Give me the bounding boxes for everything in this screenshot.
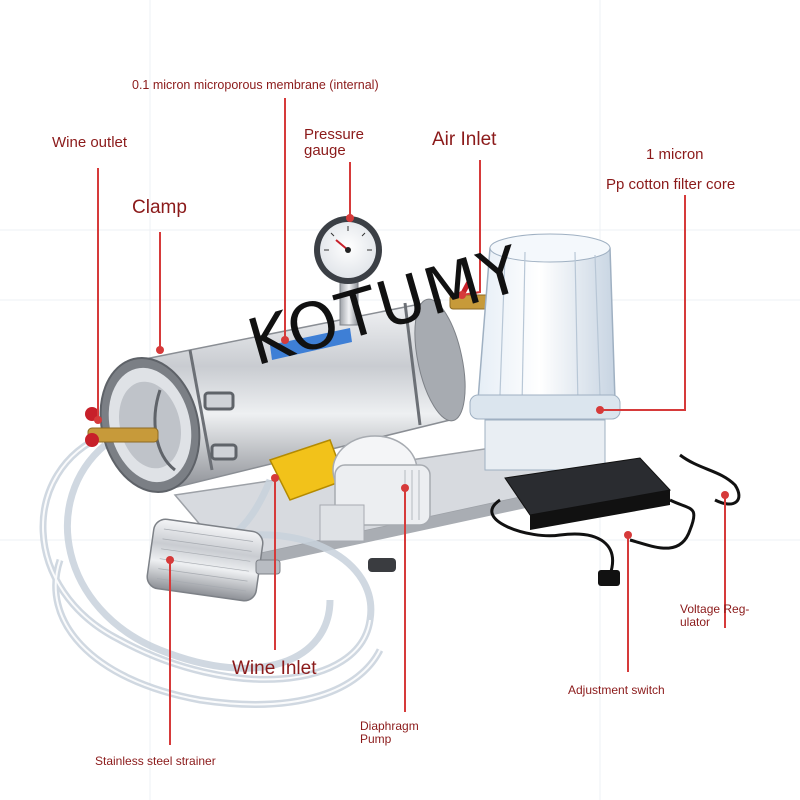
strainer bbox=[146, 518, 281, 602]
label-pressure-gauge-line1: Pressure bbox=[304, 126, 365, 143]
tubing-highlight bbox=[42, 434, 381, 706]
label-micron-line1: 1 micron bbox=[646, 146, 704, 163]
label-wine-inlet: Wine Inlet bbox=[232, 658, 317, 679]
leader-dots bbox=[94, 214, 729, 564]
label-clamp: Clamp bbox=[132, 197, 187, 218]
pressure-gauge bbox=[314, 216, 382, 326]
label-micron-line2: Pp cotton filter core bbox=[606, 176, 736, 193]
label-voltage-regulator: Voltage Reg- ulator bbox=[680, 602, 750, 629]
voltage-regulator bbox=[490, 453, 741, 586]
label-pressure-gauge: Pressure gauge bbox=[304, 127, 364, 159]
label-diaphragm-line1: Diaphragm bbox=[360, 719, 419, 733]
label-strainer: Stainless steel strainer bbox=[95, 754, 216, 768]
clear-filter-housing bbox=[469, 233, 621, 471]
label-diaphragm-line2: Pump bbox=[360, 731, 392, 746]
leader-lines bbox=[97, 98, 726, 745]
label-pressure-gauge-line2: gauge bbox=[304, 141, 346, 159]
diaphragm-pump bbox=[268, 435, 431, 542]
label-adjustment-switch: Adjustment switch bbox=[568, 683, 665, 697]
label-air-inlet: Air Inlet bbox=[432, 129, 497, 150]
label-membrane: 0.1 micron microporous membrane (interna… bbox=[132, 78, 379, 92]
filter-cylinder bbox=[99, 298, 466, 493]
label-diaphragm-pump: Diaphragm Pump bbox=[360, 720, 419, 745]
label-wine-outlet: Wine outlet bbox=[52, 134, 128, 151]
